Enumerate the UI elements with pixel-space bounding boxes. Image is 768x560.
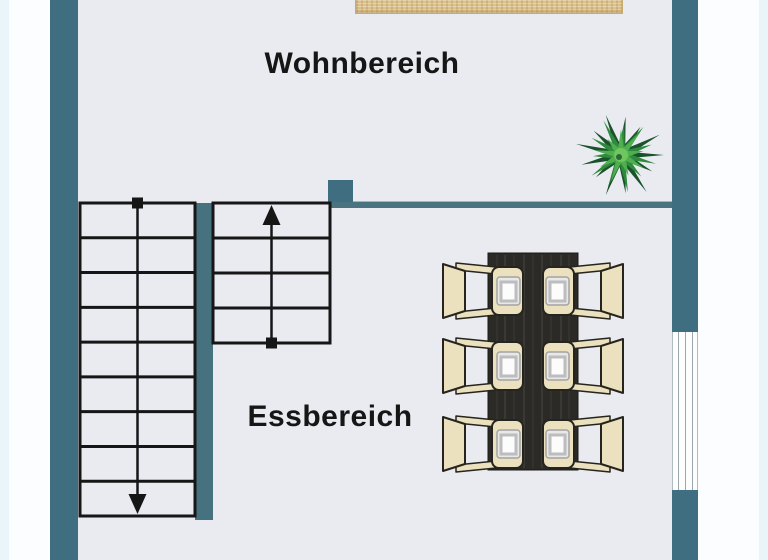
left-wall	[50, 0, 78, 560]
window-pane-line	[678, 332, 679, 490]
floor	[78, 0, 672, 560]
window-pane-line	[692, 332, 693, 490]
window	[672, 332, 698, 490]
interior-wall-stub	[328, 180, 353, 202]
window-pane-line	[685, 332, 686, 490]
interior-wall	[330, 201, 672, 208]
page-margin-left	[0, 0, 9, 560]
room-label-living-area: Wohnbereich	[264, 47, 460, 80]
room-label-dining-area: Essbereich	[247, 400, 413, 433]
staircase-divider-wall	[195, 203, 213, 520]
right-wall	[672, 0, 698, 560]
rug	[355, 0, 623, 14]
page-margin-right	[759, 0, 768, 560]
